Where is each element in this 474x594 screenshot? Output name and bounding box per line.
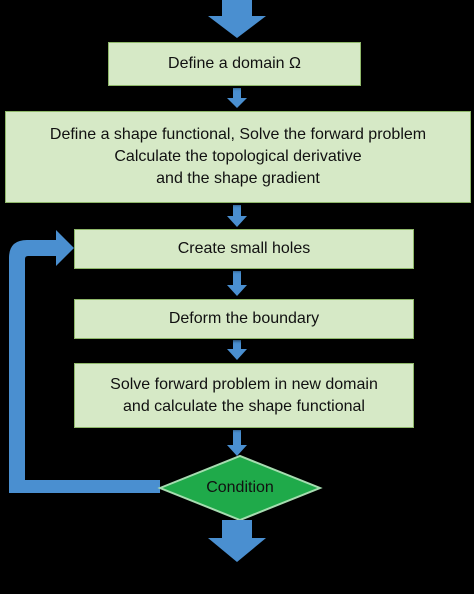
arrow-domain-to-functional [227, 88, 247, 108]
deform-boundary-text: Deform the boundary [168, 310, 320, 327]
define-domain-box: Define a domain Ω [108, 42, 361, 86]
arrow-solve-to-condition [227, 430, 247, 456]
arrow-deform-to-solve [227, 340, 247, 360]
deform-boundary-box: Deform the boundary [74, 299, 414, 339]
define-domain-text: Define a domain Ω [168, 55, 301, 72]
shape-functional-box: Define a shape functional, Solve the for… [5, 111, 471, 203]
entry-arrow [208, 0, 266, 38]
shape-functional-line-1: Define a shape functional, Solve the for… [49, 126, 427, 143]
exit-arrow [208, 520, 266, 562]
shape-functional-line-3: and the shape gradient [156, 170, 320, 187]
arrow-holes-to-deform [227, 271, 247, 296]
create-holes-box: Create small holes [74, 229, 414, 269]
condition-label: Condition [206, 479, 274, 496]
solve-new-domain-line-1: Solve forward problem in new domain [110, 375, 378, 393]
loop-back-arrow [9, 230, 160, 493]
solve-new-domain-box: Solve forward problem in new domain and … [74, 363, 414, 428]
arrow-functional-to-holes [227, 205, 247, 227]
condition-diamond [157, 454, 323, 522]
solve-new-domain-line-2: and calculate the shape functional [123, 397, 365, 415]
create-holes-text: Create small holes [177, 240, 311, 257]
shape-functional-line-2: Calculate the topological derivative [114, 148, 362, 165]
